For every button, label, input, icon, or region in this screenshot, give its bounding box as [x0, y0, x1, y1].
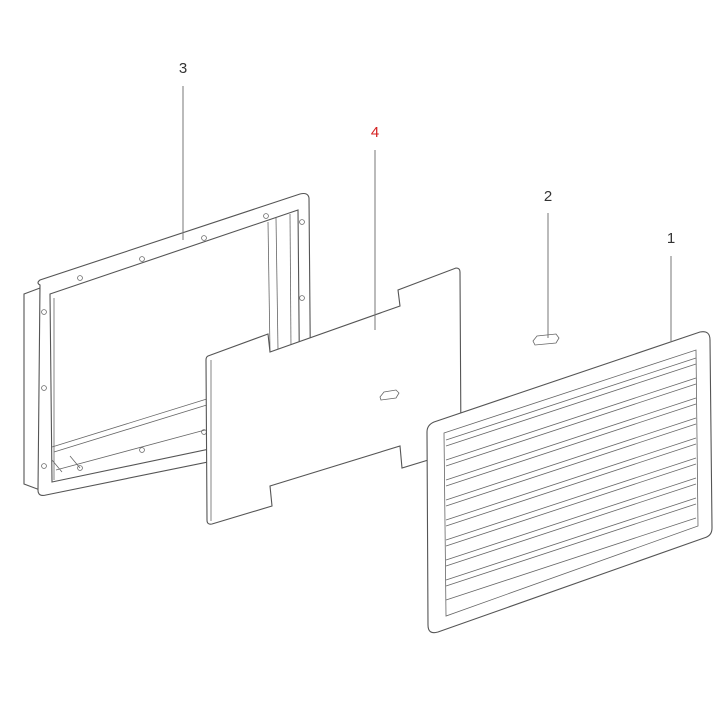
callout-1[interactable]: 1 [666, 230, 676, 247]
louvered-grille-part[interactable] [426, 331, 713, 634]
clip-latch-part[interactable] [532, 333, 560, 346]
callout-2[interactable]: 2 [543, 188, 553, 205]
callout-3[interactable]: 3 [178, 60, 188, 77]
callout-4-highlighted[interactable]: 4 [370, 124, 380, 141]
insert-panel-part[interactable] [205, 267, 462, 525]
